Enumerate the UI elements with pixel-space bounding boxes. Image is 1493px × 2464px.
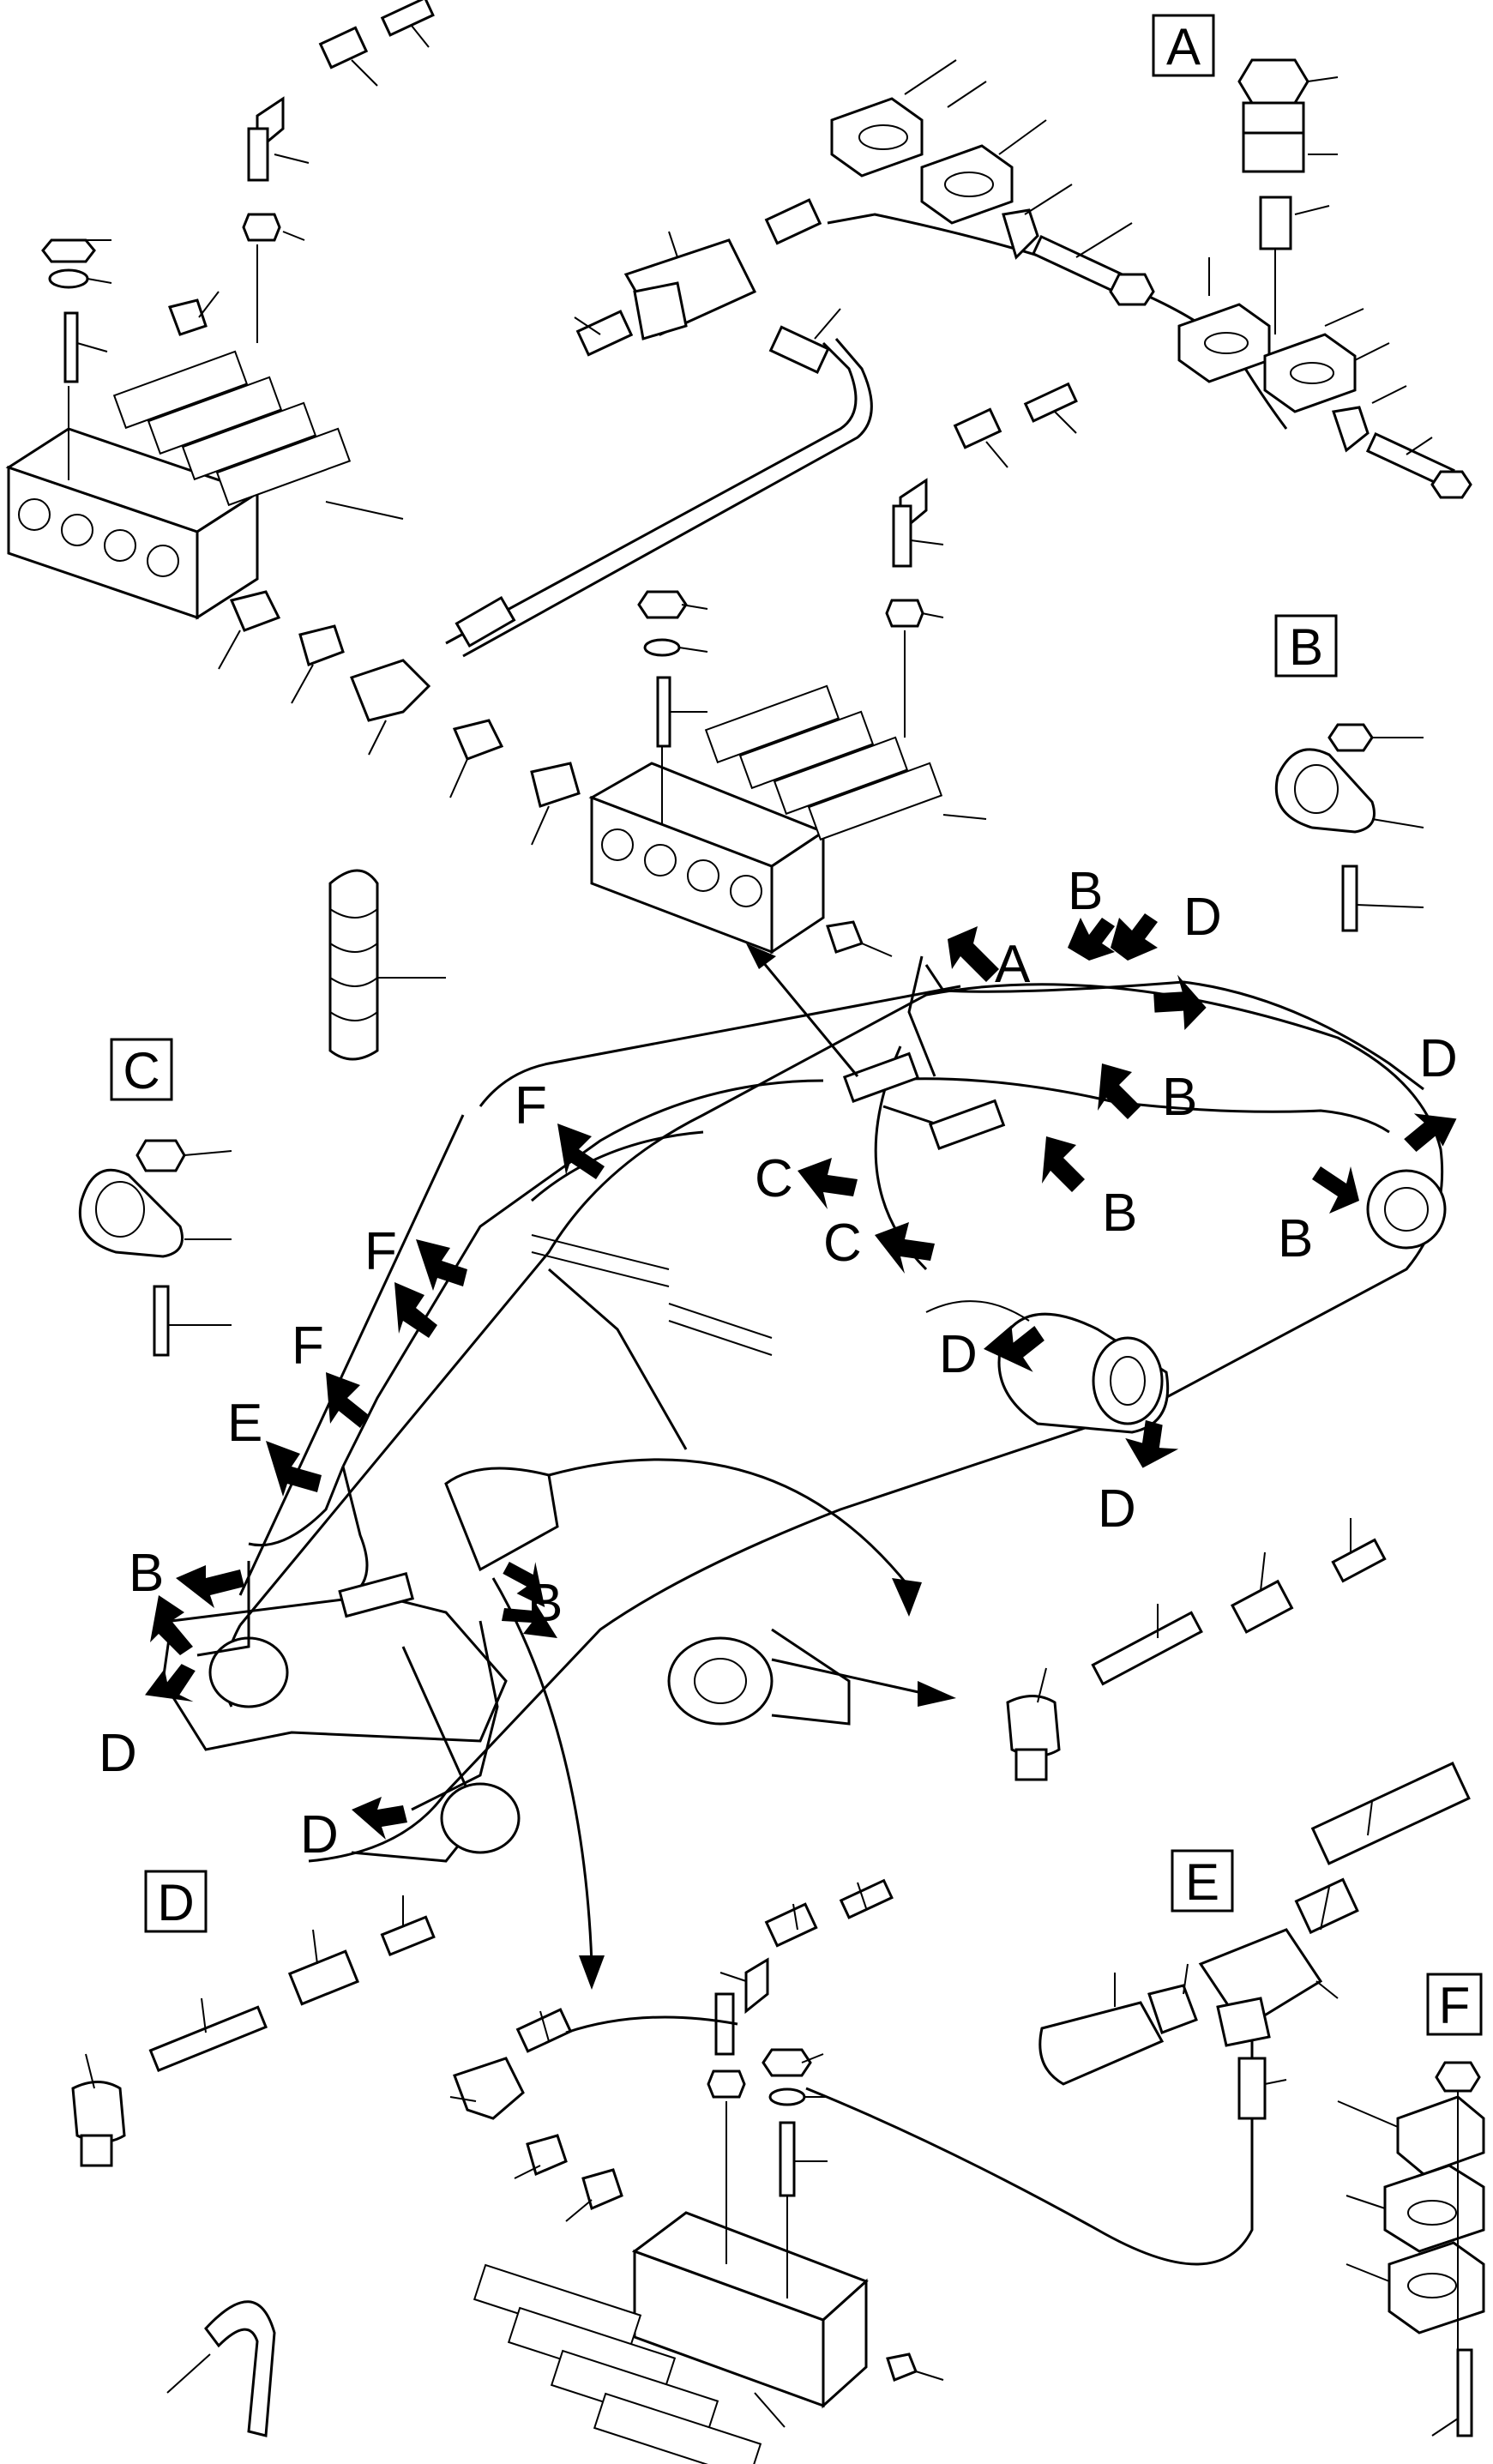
arrow-label-b2: B — [129, 1544, 164, 1603]
arrow-b5 — [1312, 1166, 1359, 1214]
arrow-b7 — [503, 1561, 545, 1607]
pointer-curves — [491, 943, 956, 1990]
arrow-label-e1: E — [227, 1394, 262, 1453]
arrow-e1 — [266, 1441, 322, 1497]
detail-box-f: F — [1426, 1973, 1483, 2036]
arrow-c1 — [798, 1158, 858, 1209]
arrow-label-d1: D — [1183, 888, 1222, 947]
arrow-label-d4: D — [1098, 1479, 1136, 1539]
arrow-label-a1: A — [995, 935, 1031, 994]
clamp-assembly-a — [830, 58, 1472, 499]
arrow-f2b — [394, 1282, 437, 1338]
detail-label-a: A — [1166, 18, 1201, 75]
arrow-label-b1: B — [1068, 862, 1103, 921]
arrow-label-b3: B — [1162, 1068, 1197, 1127]
p-clamp-b — [1274, 723, 1424, 932]
detail-label-e: E — [1185, 1853, 1219, 1911]
arrow-label-d6: D — [300, 1805, 339, 1865]
arrow-a1 — [948, 926, 999, 982]
detail-box-e: E — [1171, 1849, 1234, 1913]
grease-block-middle — [588, 382, 1078, 957]
fittings-right-lower — [1006, 1518, 1387, 1781]
arrow-b2 — [1111, 913, 1158, 961]
arrow-d3 — [983, 1325, 1044, 1372]
detail-label-b: B — [1289, 618, 1323, 676]
arrow-label-b4: B — [1102, 1184, 1137, 1243]
clamp-assembly-f — [1337, 2061, 1485, 2437]
arrow-label-d2: D — [1419, 1029, 1458, 1088]
p-clamp-c — [78, 1139, 232, 1357]
arrow-b6b — [150, 1595, 193, 1655]
arrow-d1 — [1153, 974, 1207, 1030]
arrow-f2 — [416, 1239, 467, 1291]
grease-lines-on-boom — [196, 955, 1424, 1811]
arrow-d6 — [352, 1797, 407, 1840]
tee-fitting-e — [1038, 1761, 1471, 2213]
grease-block-bottom — [166, 1878, 1254, 2464]
arrow-d2 — [1404, 1113, 1457, 1152]
arrow-markers: A B D D B B B C C D D F F F E — [99, 862, 1458, 1865]
detail-label-f: F — [1439, 1977, 1471, 2034]
detail-box-c: C — [110, 1038, 173, 1101]
arrow-d4 — [1125, 1419, 1179, 1468]
arrow-label-d3: D — [939, 1325, 978, 1384]
arrow-label-f3: F — [292, 1316, 324, 1376]
arrow-f1 — [557, 1124, 605, 1179]
arrow-label-c2: C — [823, 1214, 862, 1273]
arrow-d5 — [145, 1664, 196, 1702]
grease-block-top-left — [5, 0, 435, 620]
spiral-hose-guard — [328, 869, 446, 1061]
detail-label-c: C — [123, 1042, 160, 1099]
arrow-label-f1: F — [515, 1076, 547, 1136]
detail-box-a: A — [1152, 14, 1215, 77]
arrow-label-b6: B — [527, 1574, 563, 1633]
arrow-b6 — [176, 1565, 244, 1608]
detail-box-b: B — [1274, 614, 1338, 678]
arrow-label-c1: C — [755, 1149, 793, 1208]
boom-structure — [161, 983, 1447, 1863]
detail-box-d: D — [144, 1870, 208, 1933]
arrow-b4 — [1042, 1136, 1085, 1192]
arrow-label-b5: B — [1278, 1209, 1313, 1268]
arrow-label-d5: D — [99, 1724, 137, 1783]
arrow-b3 — [1098, 1063, 1141, 1119]
arrow-b1 — [1068, 918, 1115, 961]
arrow-c2 — [875, 1222, 935, 1274]
arrow-label-f2: F — [364, 1222, 397, 1281]
detail-label-d: D — [157, 1874, 194, 1931]
arrow-f3 — [326, 1372, 369, 1428]
fittings-detail-d — [71, 1895, 436, 2167]
arrow-b8 — [502, 1597, 557, 1638]
hose-routing-top — [218, 198, 1288, 846]
